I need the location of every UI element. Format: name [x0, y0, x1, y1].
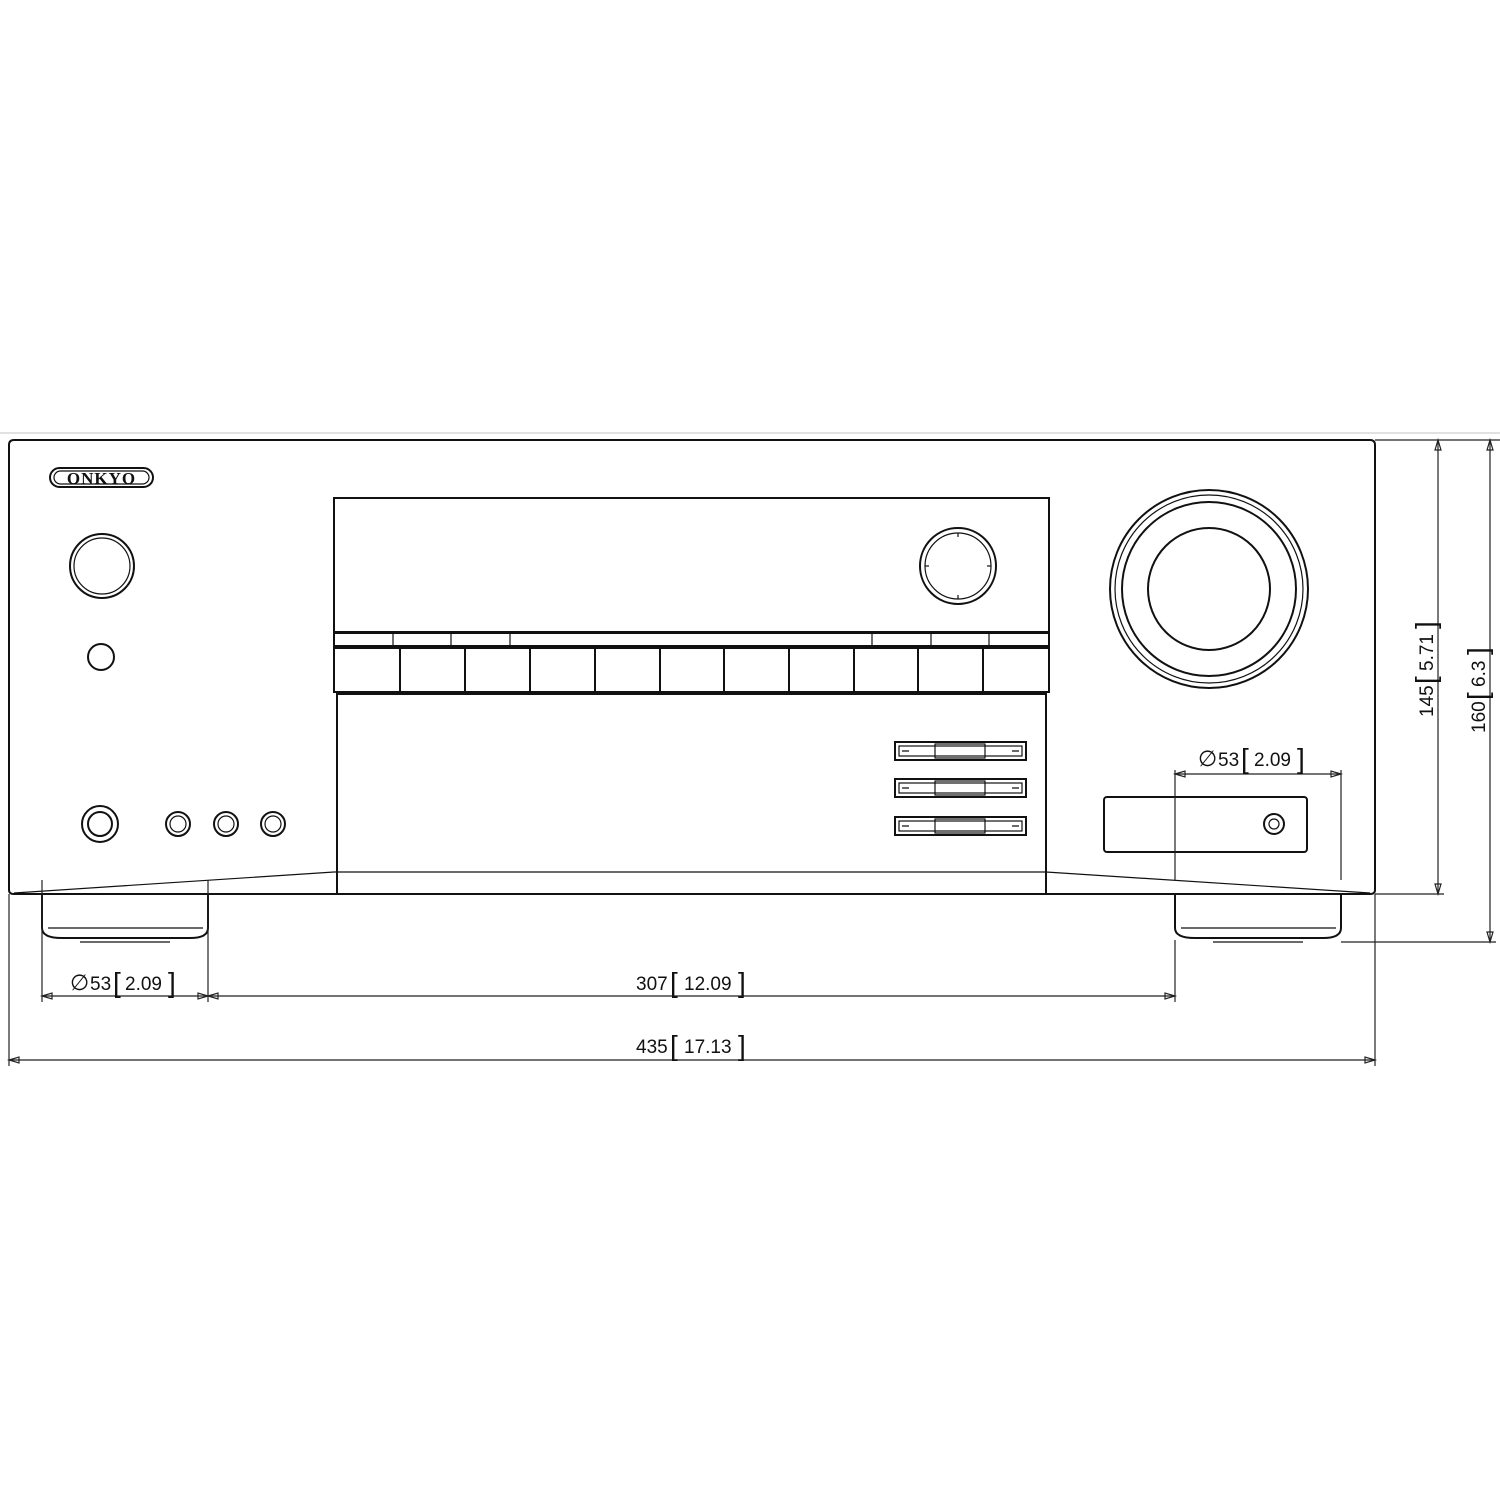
svg-text:]: ] [738, 967, 746, 998]
svg-text:2.09: 2.09 [125, 974, 162, 995]
front-port-panel [1103, 796, 1308, 853]
front-jack[interactable] [1263, 813, 1285, 835]
svg-text:17.13: 17.13 [684, 1037, 732, 1058]
input-button-row[interactable] [333, 647, 1050, 693]
svg-text:[: [ [670, 1030, 678, 1061]
svg-text:]: ] [1410, 621, 1441, 629]
display-knob[interactable] [919, 527, 997, 605]
display-panel [333, 497, 1050, 633]
svg-text:[: [ [1241, 743, 1249, 774]
svg-text:[: [ [113, 967, 121, 998]
svg-text:6.3: 6.3 [1469, 661, 1490, 687]
left-knob[interactable] [69, 533, 135, 599]
svg-text:435: 435 [636, 1037, 668, 1058]
rocker-button-3[interactable] [894, 816, 1027, 836]
svg-text:]: ] [1297, 743, 1305, 774]
small-button-3[interactable] [260, 811, 286, 837]
svg-text:[: [ [670, 967, 678, 998]
svg-text:53: 53 [90, 974, 111, 995]
svg-text:2.09: 2.09 [1254, 750, 1291, 771]
dim-foot-spacing: 307 [ 12.09 ] [205, 967, 1178, 1000]
dim-body-height: 145 [ 5.71 ] [1410, 437, 1442, 897]
onkyo-logo: ONKYO [49, 467, 154, 488]
left-foot [41, 894, 209, 943]
svg-text:∅: ∅ [70, 971, 89, 996]
bottom-bevel [13, 871, 1371, 894]
power-button[interactable] [87, 643, 115, 671]
volume-knob[interactable] [1109, 489, 1309, 689]
chassis-outline [8, 439, 1376, 895]
svg-text:145: 145 [1417, 685, 1438, 717]
front-flap [336, 693, 1047, 895]
svg-text:53: 53 [1218, 750, 1239, 771]
svg-text:5.71: 5.71 [1417, 634, 1438, 671]
small-button-2[interactable] [213, 811, 239, 837]
svg-text:[: [ [1410, 676, 1441, 684]
svg-text:∅: ∅ [1198, 747, 1217, 772]
logo-text: ONKYO [67, 469, 136, 488]
svg-text:12.09: 12.09 [684, 974, 732, 995]
dim-foot-diameter-right: ∅ 53 [ 2.09 ] [1172, 743, 1344, 880]
dim-overall-width: 435 [ 17.13 ] [6, 1030, 1378, 1064]
svg-text:]: ] [168, 967, 176, 998]
small-button-1[interactable] [165, 811, 191, 837]
dim-total-height: 160 [ 6.3 ] [1462, 437, 1494, 945]
right-foot [1174, 894, 1342, 943]
rocker-button-1[interactable] [894, 741, 1027, 761]
headphone-jack[interactable] [81, 805, 119, 843]
svg-text:]: ] [738, 1030, 746, 1061]
svg-text:307: 307 [636, 974, 668, 995]
svg-text:[: [ [1462, 692, 1493, 700]
rocker-button-2[interactable] [894, 778, 1027, 798]
dim-foot-diameter-left: ∅ 53 [ 2.09 ] [39, 967, 211, 1000]
svg-text:]: ] [1462, 647, 1493, 655]
svg-text:160: 160 [1469, 701, 1490, 733]
indicator-strip [333, 632, 1050, 647]
